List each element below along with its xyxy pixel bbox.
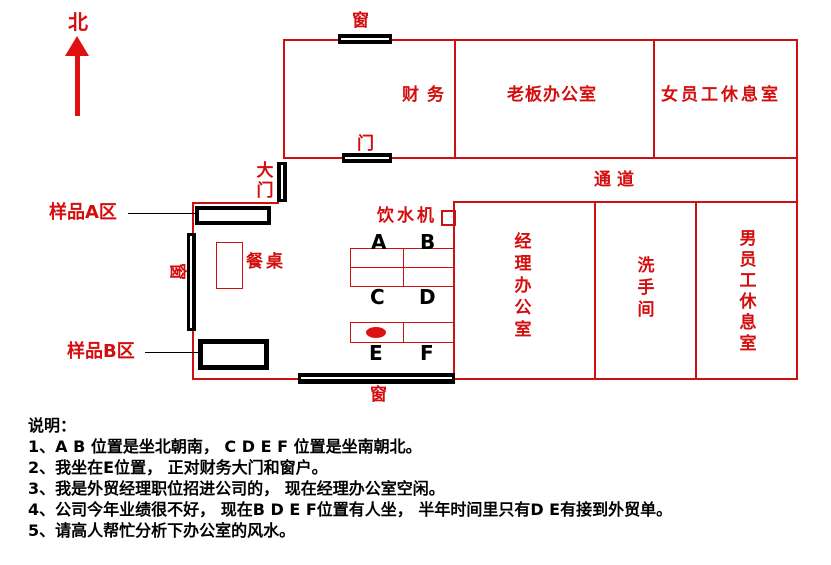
wall-boss-female-divider [653, 39, 655, 159]
window-bottom-bar [298, 373, 455, 384]
sample-a-box [195, 206, 271, 225]
wall-right [796, 39, 798, 380]
main-gate-bar [277, 162, 287, 202]
note-line-4: 4、公司今年业绩很不好， 现在B D E F位置有人坐， 半年时间里只有D E有… [28, 500, 673, 519]
window-bottom-label: 窗 [370, 385, 387, 405]
seat-label-c: C [370, 285, 385, 309]
wall-bottom [192, 378, 798, 380]
main-gate-panel [281, 165, 283, 199]
sample-b-box [198, 339, 269, 370]
room-label-manager-office: 经理办公室 [514, 232, 532, 340]
water-dispenser-box [441, 210, 456, 226]
desk-divider-vertical [403, 249, 404, 286]
north-arrow-icon [65, 36, 89, 56]
wall-manager-washroom-divider [594, 201, 596, 379]
window-top-label: 窗 [352, 11, 369, 31]
sample-b-label: 样品B区 [67, 341, 135, 362]
window-left-glass [190, 236, 192, 328]
seat-label-e: E [369, 341, 383, 365]
wall-toprow-bottom [283, 157, 798, 159]
finance-door-label: 门 [357, 134, 374, 154]
wall-top [283, 39, 798, 41]
wall-manager-left [453, 201, 455, 379]
room-label-corridor: 通道 [594, 170, 640, 190]
room-label-finance: 财务 [402, 85, 452, 105]
seat-label-f: F [420, 341, 434, 365]
note-line-2: 2、我坐在E位置， 正对财务大门和窗户。 [28, 458, 328, 477]
wall-finance-boss-divider [454, 39, 456, 159]
sample-b-callout-line [145, 352, 198, 353]
desk-ef-divider-vertical [403, 323, 404, 342]
window-top-glass [341, 38, 389, 40]
sample-a-label: 样品A区 [49, 202, 117, 223]
desk-block-abcd [350, 248, 455, 287]
room-label-boss-office: 老板办公室 [507, 85, 597, 105]
wall-central-topleft [192, 202, 279, 204]
finance-door-bar [342, 153, 392, 163]
sample-a-callout-line [128, 213, 195, 214]
wall-corridor-bottom [454, 201, 798, 203]
dining-table-label: 餐桌 [246, 252, 286, 272]
finance-door-panel [345, 157, 389, 159]
wall-toprow-left [283, 39, 285, 159]
desk-divider-horizontal [351, 267, 454, 268]
window-left-bar [187, 233, 196, 331]
room-label-washroom: 洗手间 [637, 256, 655, 320]
dining-table-box [216, 242, 243, 289]
window-bottom-glass [301, 377, 452, 379]
note-line-1: 1、A B 位置是坐北朝南， C D E F 位置是坐南朝北。 [28, 437, 422, 456]
main-gate-label: 大门 [256, 161, 274, 201]
window-top-bar [338, 34, 392, 44]
note-line-5: 5、请高人帮忙分析下办公室的风水。 [28, 521, 296, 540]
person-marker-e [366, 327, 386, 338]
north-arrow-shaft [75, 54, 80, 116]
seat-label-b: B [420, 230, 436, 254]
north-label: 北 [68, 10, 88, 34]
seat-label-a: A [371, 230, 387, 254]
water-dispenser-label: 饮水机 [377, 206, 437, 226]
room-label-male-rest: 男员工休息室 [739, 229, 757, 354]
notes-block: 说明： 1、A B 位置是坐北朝南， C D E F 位置是坐南朝北。 2、我坐… [28, 415, 672, 541]
window-left-label: 窗 [167, 263, 187, 280]
notes-title: 说明： [28, 416, 77, 435]
seat-label-d: D [419, 285, 436, 309]
wall-washroom-male-divider [695, 201, 697, 379]
room-label-female-rest: 女员工休息室 [661, 85, 781, 105]
note-line-3: 3、我是外贸经理职位招进公司的， 现在经理办公室空闲。 [28, 479, 445, 498]
desk-block-ef [350, 322, 455, 343]
